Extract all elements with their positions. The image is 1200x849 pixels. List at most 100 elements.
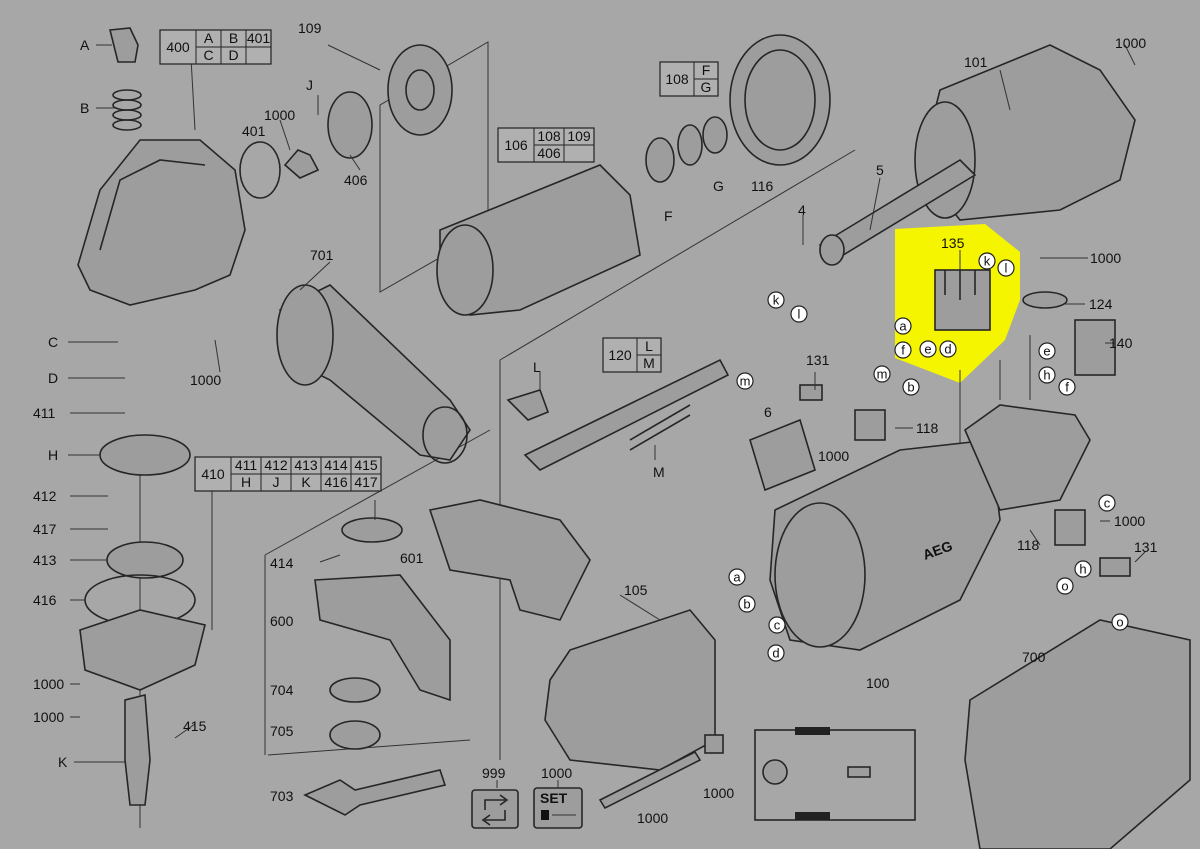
part-label-109: 109 — [298, 20, 322, 36]
connector-letter-o: o — [1111, 613, 1129, 631]
part-label-H: H — [48, 447, 58, 463]
part-label-406: 406 — [344, 172, 368, 188]
part-label-6: 6 — [764, 404, 772, 420]
connector-letter-b: b — [738, 595, 756, 613]
svg-text:k: k — [984, 254, 991, 269]
connector-letter-a: a — [894, 317, 912, 335]
part-switch-135 — [934, 269, 991, 331]
part-shapes: AEG SET — [77, 27, 1191, 849]
part-label-4: 4 — [798, 202, 806, 218]
connector-letter-c: c — [1098, 494, 1116, 512]
table-cell: B — [229, 30, 238, 46]
part-label-1000: 1000 — [33, 709, 64, 725]
svg-text:f: f — [901, 343, 905, 358]
part-label-703: 703 — [270, 788, 294, 804]
part-label-1000: 1000 — [1090, 250, 1121, 266]
table-cell: 416 — [324, 474, 348, 490]
part-label-416: 416 — [33, 592, 57, 608]
part-label-K: K — [58, 754, 68, 770]
part-label-118: 118 — [1017, 537, 1040, 553]
svg-text:b: b — [907, 380, 914, 395]
part-label-F: F — [664, 208, 673, 224]
connector-letter-l: l — [997, 259, 1015, 277]
part-label-600: 600 — [270, 613, 294, 629]
table-cell: 414 — [324, 457, 348, 473]
svg-text:106: 106 — [504, 137, 528, 153]
table-cell: M — [643, 355, 655, 371]
svg-text:m: m — [877, 367, 888, 382]
part-label-131: 131 — [806, 352, 830, 368]
connector-letter-e: e — [1038, 342, 1056, 360]
connector-letter-d: d — [939, 340, 957, 358]
part-stator-105 — [544, 609, 716, 771]
part-label-A: A — [80, 37, 90, 53]
part-label-135: 135 — [941, 235, 965, 251]
table-cell: 109 — [567, 128, 591, 144]
table-cell: C — [203, 47, 213, 63]
part-label-401: 401 — [242, 123, 266, 139]
svg-text:120: 120 — [608, 347, 632, 363]
svg-text:410: 410 — [201, 466, 225, 482]
connector-letter-k: k — [767, 291, 785, 309]
part-label-J: J — [306, 77, 313, 93]
svg-text:e: e — [924, 342, 931, 357]
part-label-1000: 1000 — [33, 676, 64, 692]
table-cell: 401 — [247, 30, 271, 46]
connector-letter-m: m — [736, 372, 754, 390]
svg-text:d: d — [944, 342, 951, 357]
part-label-M: M — [653, 464, 665, 480]
svg-text:o: o — [1116, 615, 1123, 630]
table-cell: 406 — [537, 145, 561, 161]
svg-text:l: l — [798, 307, 801, 322]
part-label-105: 105 — [624, 582, 648, 598]
part-label-D: D — [48, 370, 58, 386]
part-label-411: 411 — [33, 405, 56, 421]
svg-text:f: f — [1065, 380, 1069, 395]
part-label-118: 118 — [916, 420, 939, 436]
table-cell: 108 — [537, 128, 561, 144]
svg-text:m: m — [740, 374, 751, 389]
svg-text:a: a — [899, 319, 907, 334]
connector-letter-f: f — [894, 341, 912, 359]
part-116 — [729, 34, 831, 166]
table-cell: H — [241, 474, 251, 490]
part-124 — [1022, 291, 1068, 309]
part-table-106: 106 108 109 406 — [497, 127, 595, 163]
leader-lines — [68, 39, 1146, 788]
part-gear-H — [99, 434, 191, 476]
part-label-700: 700 — [1022, 649, 1046, 665]
connector-letter-o: o — [1056, 577, 1074, 595]
svg-text:108: 108 — [665, 71, 689, 87]
part-140 — [1074, 319, 1116, 376]
part-fan-109 — [387, 44, 453, 136]
part-label-5: 5 — [876, 162, 884, 178]
part-label-1000: 1000 — [637, 810, 668, 826]
svg-text:h: h — [1043, 368, 1050, 383]
svg-text:c: c — [774, 618, 781, 633]
part-120 — [523, 358, 730, 471]
svg-text:e: e — [1043, 344, 1050, 359]
part-wrench-703 — [303, 769, 447, 816]
part-label-101: 101 — [964, 54, 988, 70]
part-label-704: 704 — [270, 682, 294, 698]
set-icon-text: SET — [540, 790, 568, 806]
table-cell: 411 — [235, 457, 258, 473]
connector-letter-h: h — [1038, 366, 1056, 384]
connector-letter-m: m — [873, 365, 891, 383]
part-6 — [749, 418, 816, 492]
part-label-L: L — [533, 359, 541, 375]
part-label-413: 413 — [33, 552, 57, 568]
part-label-G: G — [713, 178, 724, 194]
part-gear-housing — [77, 139, 246, 306]
svg-text:l: l — [1005, 261, 1008, 276]
part-label-999: 999 — [482, 765, 506, 781]
svg-text:a: a — [733, 570, 741, 585]
part-label-701: 701 — [310, 247, 334, 263]
part-label-1000: 1000 — [541, 765, 572, 781]
